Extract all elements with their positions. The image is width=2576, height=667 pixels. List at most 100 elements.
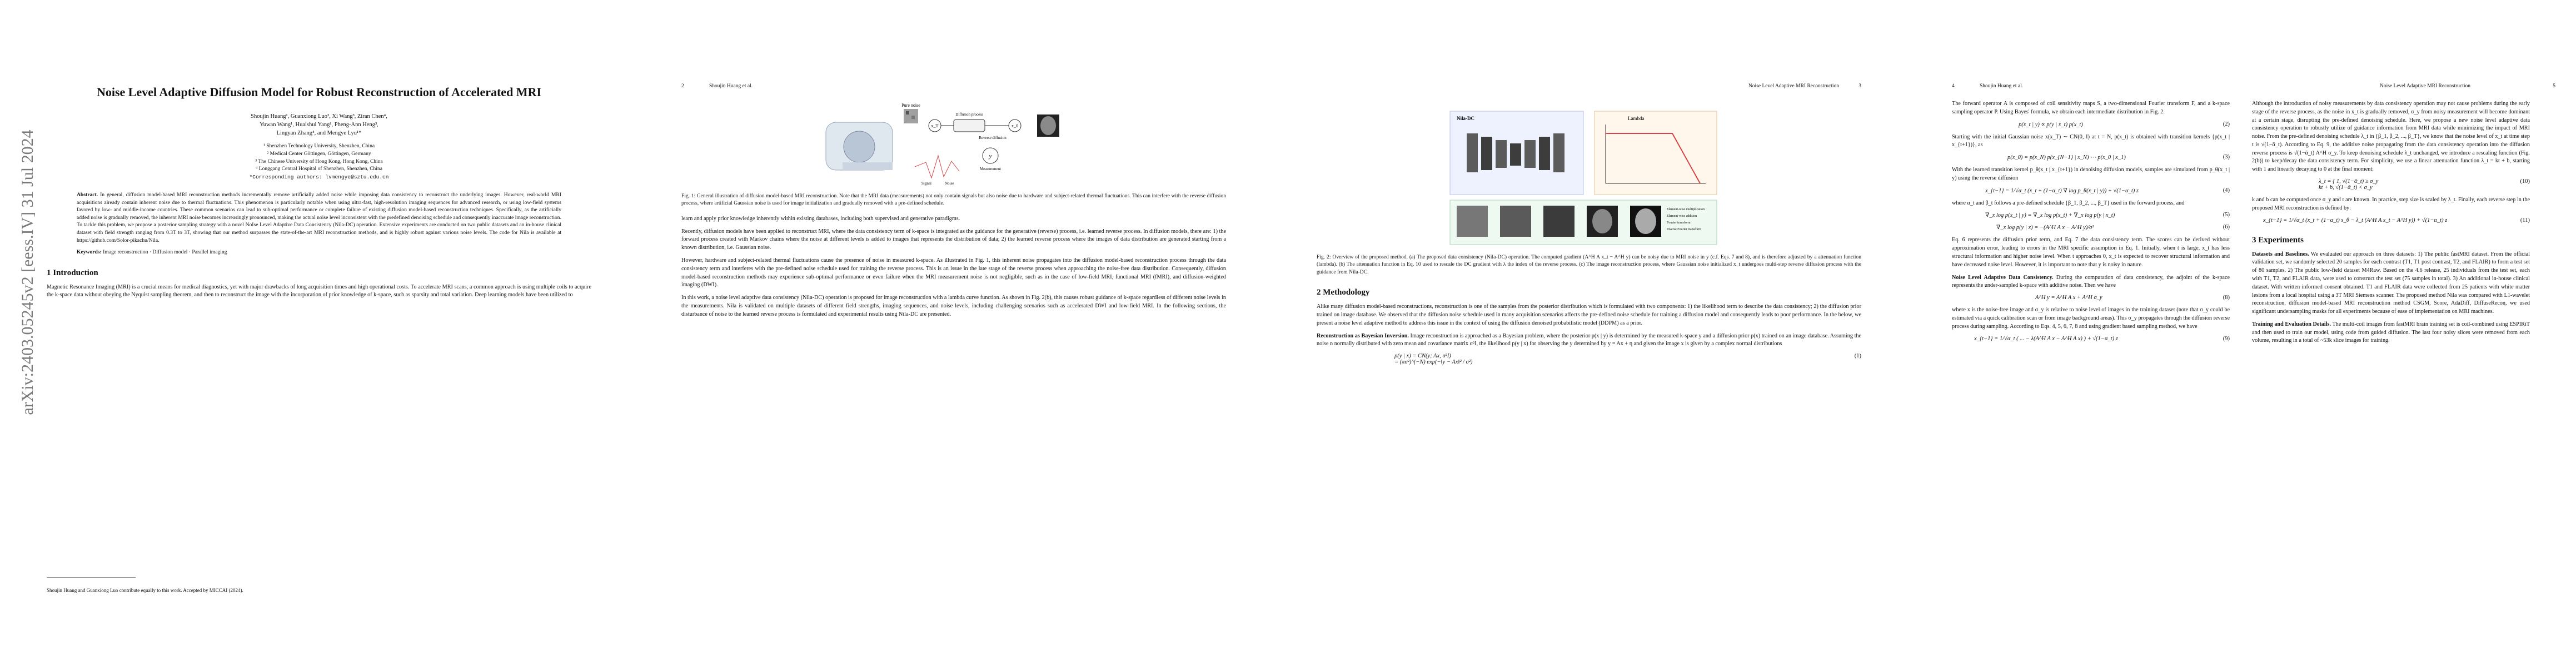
mri-scanner-icon <box>825 122 893 171</box>
equation-3-number: (3) <box>2223 154 2230 161</box>
p4-paragraph-6: Noise Level Adaptive Data Consistency. D… <box>1952 274 2230 291</box>
figure-1-caption: Fig. 1: General illustration of diffusio… <box>681 193 1226 207</box>
p5-paragraph-3: Datasets and Baselines. We evaluated our… <box>2252 251 2530 316</box>
column-left: The forward operator A is composed of co… <box>1952 100 2230 350</box>
bayesian-heading: Reconstruction as Bayesian Inversion. <box>1317 332 1409 339</box>
running-head-right: Noise Level Adaptive MRI Reconstruction <box>2380 83 2471 89</box>
p4-paragraph-1: The forward operator A is composed of co… <box>1952 101 2230 115</box>
arxiv-stamp-text: arXiv:2403.05245v2 [eess.IV] 31 Jul 2024 <box>18 130 37 415</box>
equation-11-body: x_{t−1} = 1/√α_t (x_t + (1−α_t) s_θ − λ_… <box>2263 217 2448 223</box>
equation-11-number: (11) <box>2520 217 2530 223</box>
equation-5: ∇_x log p(x_t | y) = ∇_x log p(x_t) + ∇_… <box>1952 212 2230 218</box>
running-head-text: Shoujin Huang et al. <box>709 83 753 89</box>
p5-paragraph-2: k and b can be computed once σ_y and t a… <box>2252 197 2530 211</box>
page-number: 4 <box>1952 83 1955 89</box>
abstract-label: Abstract. <box>77 191 98 198</box>
equation-10-line-2: kt + b, √(1−ᾱ_t) < σ_y <box>2319 185 2373 191</box>
p4-paragraph-5: Eq. 6 represents the diffusion prior ter… <box>1952 237 2230 268</box>
equation-10: λ_t = { 1, √(1−ᾱ_t) ≥ σ_y kt + b, √(1−ᾱ_… <box>2252 178 2530 191</box>
equation-8-body: A^H y = A^H A x + A^H σ_y <box>2035 295 2102 301</box>
author-list: Shoujin Huang¹, Guanxiong Luo², Xi Wang³… <box>47 112 591 138</box>
equation-9-number: (9) <box>2223 335 2230 342</box>
equation-9-body: x_{t−1} = 1/√α_t ( ... − λ(A^H A x − A^H… <box>1974 335 2118 342</box>
equation-1-body: p(y | x) = CN(y; Ax, σ²I)= (πσ²)^(−N) ex… <box>1394 353 1473 365</box>
datasets-heading: Datasets and Baselines. <box>2252 251 2309 257</box>
abstract-text: In general, diffusion model-based MRI re… <box>77 191 561 243</box>
fig2-label-lambda: Lambda <box>1628 116 1645 121</box>
affiliations: ¹ Shenzhen Technology University, Shenzh… <box>47 143 591 181</box>
fig1-label-pure-noise: Pure noise <box>901 103 920 108</box>
fig1-label-x0: x_0 <box>1012 123 1018 128</box>
nila-dc-text: During the computation of data consisten… <box>1952 274 2230 289</box>
authors-line-1: Shoujin Huang¹, Guanxiong Luo², Xi Wang³… <box>251 113 387 120</box>
equation-4: x_{t−1} = 1/√α_t (x_t + (1−α_t) ∇ log p_… <box>1952 187 2230 194</box>
p3-paragraph-1: Alike many diffusion model-based reconst… <box>1317 303 1861 326</box>
arxiv-stamp: arXiv:2403.05245v2 [eess.IV] 31 Jul 2024 <box>17 128 39 417</box>
p4-paragraph-7: where x is the noise-free image and σ_y … <box>1952 307 2230 330</box>
p3-paragraph-2: Reconstruction as Bayesian Inversion. Im… <box>1317 332 1861 349</box>
p5-paragraph-4: Training and Evaluation Details. The mul… <box>2252 321 2530 345</box>
methodology-heading: 2 Methodology <box>1317 288 1370 297</box>
page-number: 2 <box>681 83 684 89</box>
equation-1-line-2: = (πσ²)^(−N) exp(−‖y − Ax‖² / σ²) <box>1394 359 1473 366</box>
page-1: arXiv:2403.05245v2 [eess.IV] 31 Jul 2024… <box>17 22 621 645</box>
experiments-heading: 3 Experiments <box>2252 235 2304 245</box>
fig1-label-y: y <box>989 153 992 160</box>
figure-2: Nila-DC Lambda <box>1317 100 1861 250</box>
legend-addition: Element-wise addition <box>1667 215 1697 218</box>
keywords-label: Keywords: <box>77 249 102 256</box>
bayesian-text: Image reconstruction is approached as a … <box>1317 332 1862 347</box>
legend-inverse-fourier: Inverse Fourier transform <box>1667 227 1701 231</box>
intro-paragraph: Magnetic Resonance Imaging (MRI) is a cr… <box>47 283 591 298</box>
page-number-right: 5 <box>2553 83 2555 89</box>
network-blocks <box>1467 133 1564 172</box>
equation-3: p(x_0) = p(x_N) p(x_{N−1} | x_N) ⋯ p(x_0… <box>1952 154 2230 161</box>
training-heading: Training and Evaluation Details. <box>2252 321 2331 327</box>
equation-10-body: λ_t = { 1, √(1−ᾱ_t) ≥ σ_y kt + b, √(1−ᾱ_… <box>2319 178 2378 191</box>
equation-1: p(y | x) = CN(y; Ax, σ²I)= (πσ²)^(−N) ex… <box>1317 353 1861 365</box>
corresponding-email: *Corresponding authors: lvmengye@sztu.ed… <box>249 174 389 181</box>
figure-1-illustration: Pure noise x_T Diffusion process x_0 Rev… <box>820 102 1087 186</box>
fig2-label-nila-dc: Nila-DC <box>1457 116 1474 121</box>
running-head-text: Shoujin Huang et al. <box>1980 83 2024 89</box>
equation-2: p(x_t | y) ∝ p(y | x_t) p(x_t)(2) <box>1952 121 2230 128</box>
diffusion-block <box>953 119 985 132</box>
equation-4-number: (4) <box>2223 187 2230 193</box>
equation-6: ∇_x log p(y | x) = −(A^H A x − A^H y)/σ²… <box>1952 224 2230 231</box>
fig1-label-signal: Signal <box>921 181 931 186</box>
fig1-label-diffusion: Diffusion process <box>955 112 983 117</box>
panel-b-box <box>1594 111 1717 195</box>
equation-4-body: x_{t−1} = 1/√α_t (x_t + (1−α_t) ∇ log p_… <box>1985 187 2139 194</box>
equation-10-number: (10) <box>2520 178 2530 185</box>
authors-line-2: Yuwan Wang¹, Huaishui Yang¹, Pheng-Ann H… <box>260 121 378 128</box>
keywords: Keywords: Image reconstruction · Diffusi… <box>77 248 561 256</box>
fig1-label-reverse: Reverse diffusion <box>979 136 1007 140</box>
equation-5-number: (5) <box>2223 212 2230 218</box>
authors-line-3: Lingyan Zhang⁴, and Mengye Lyu¹* <box>276 130 362 136</box>
fig1-label-xT: x_T <box>931 123 939 128</box>
panel-c-box <box>1449 200 1717 245</box>
p5-paragraph-1: Although the introduction of noisy measu… <box>2252 101 2530 173</box>
abstract: Abstract. In general, diffusion model-ba… <box>77 191 561 244</box>
page-4: 4 Shoujin Huang et al. Noise Level Adapt… <box>1922 22 2561 645</box>
equation-5-body: ∇_x log p(x_t | y) = ∇_x log p(x_t) + ∇_… <box>1985 212 2115 219</box>
equation-8: A^H y = A^H A x + A^H σ_y (8) <box>1952 295 2230 301</box>
p4-paragraph-2: Starting with the initial Gaussian noise… <box>1952 133 2230 148</box>
affiliation-3: ³ The Chinese University of Hong Kong, H… <box>255 158 383 165</box>
equation-1-line-1: p(y | x) = CN(y; Ax, σ²I) <box>1394 353 1451 360</box>
column-right: Although the introduction of noisy measu… <box>2252 100 2530 350</box>
page-2: 2 Shoujin Huang et al. <box>651 22 1256 645</box>
equation-6-number: (6) <box>2223 224 2230 231</box>
affiliation-1: ¹ Shenzhen Technology University, Shenzh… <box>263 143 375 150</box>
affiliation-4: ⁴ Longgang Central Hospital of Shenzhen,… <box>256 166 382 172</box>
page-3: Noise Level Adaptive MRI Reconstruction … <box>1287 22 1891 645</box>
footnote: Shoujin Huang and Guanxiong Luo contribu… <box>47 587 243 593</box>
legend-fourier: Fourier transform <box>1667 221 1691 225</box>
p4-paragraph-4: where α_t and β_t follows a pre-defined … <box>1952 200 2185 206</box>
figure-2-caption: Fig. 2: Overview of the proposed method.… <box>1317 254 1861 275</box>
fig1-label-noise: Noise <box>945 181 954 186</box>
figure-1: Pure noise x_T Diffusion process x_0 Rev… <box>681 100 1226 189</box>
nila-dc-heading: Noise Level Adaptive Data Consistency. <box>1952 274 2054 281</box>
equation-8-number: (8) <box>2223 295 2230 301</box>
noise-waveform <box>914 155 960 179</box>
